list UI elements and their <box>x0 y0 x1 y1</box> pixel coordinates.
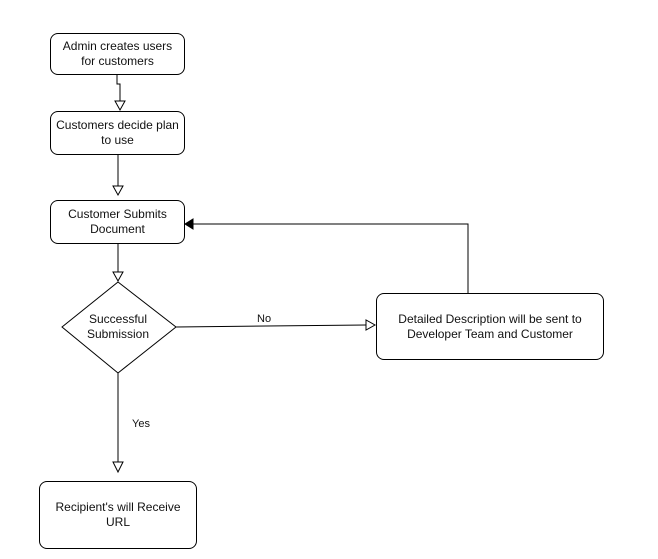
edge-admin-to-decide <box>116 74 121 101</box>
edge-description-to-submits <box>193 223 469 293</box>
node-admin-creates-users: Admin creates users for customers <box>50 33 185 75</box>
arrowhead-decide-to-submits <box>112 185 124 197</box>
node-customer-submits-document: Customer Submits Document <box>50 200 185 244</box>
arrowhead-decision-to-recipient <box>112 461 124 474</box>
edge-label-yes: Yes <box>130 418 152 430</box>
node-recipient-receive-url: Recipient's will Receive URL <box>39 481 197 549</box>
arrowhead-decision-to-description <box>365 319 377 331</box>
node-detailed-description: Detailed Description will be sent to Dev… <box>376 293 604 360</box>
edge-decision-to-description <box>175 324 367 328</box>
edge-label-no: No <box>255 313 274 325</box>
arrowhead-submits-to-decision <box>112 271 124 283</box>
decision-successful-submission-label: Successful Submission <box>86 312 150 341</box>
arrowhead-admin-to-decide <box>114 100 126 112</box>
node-customers-decide-plan: Customers decide plan to use <box>50 111 185 155</box>
arrowhead-description-to-submits <box>184 218 194 230</box>
